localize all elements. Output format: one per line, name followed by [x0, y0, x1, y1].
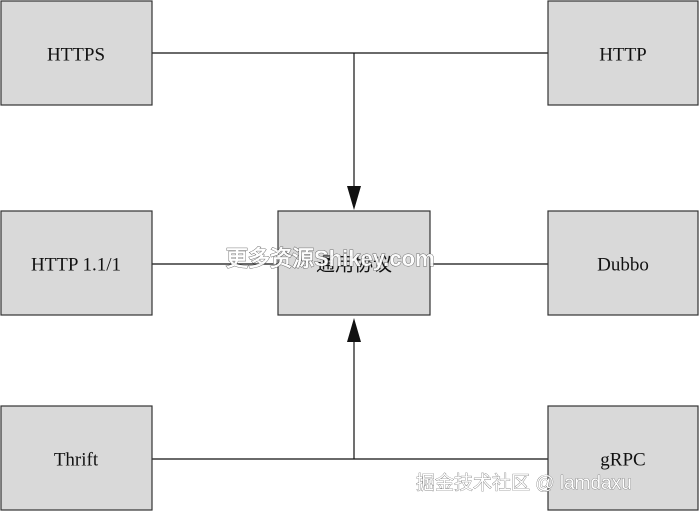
node-center: 通用协议 [277, 210, 431, 316]
node-http11: HTTP 1.1/1 [0, 210, 153, 316]
node-thrift: Thrift [0, 405, 153, 511]
arrow-down-icon [347, 186, 361, 210]
node-https: HTTPS [0, 0, 153, 106]
node-dubbo-label: Dubbo [597, 254, 649, 275]
node-dubbo: Dubbo [547, 210, 699, 316]
watermark-credit: 掘金技术社区 @ lamdaxu [416, 472, 632, 494]
node-grpc-label: gRPC [600, 449, 645, 470]
node-http: HTTP [547, 0, 699, 106]
node-http-label: HTTP [599, 44, 647, 65]
node-grpc: gRPC [547, 405, 699, 511]
node-http11-label: HTTP 1.1/1 [31, 254, 121, 275]
arrow-up-icon [347, 318, 361, 342]
watermark-overlay: 更多资源Shikey.com [226, 246, 435, 271]
node-center-label: 通用协议 [316, 253, 392, 275]
node-https-label: HTTPS [47, 44, 105, 65]
node-thrift-label: Thrift [54, 449, 99, 470]
